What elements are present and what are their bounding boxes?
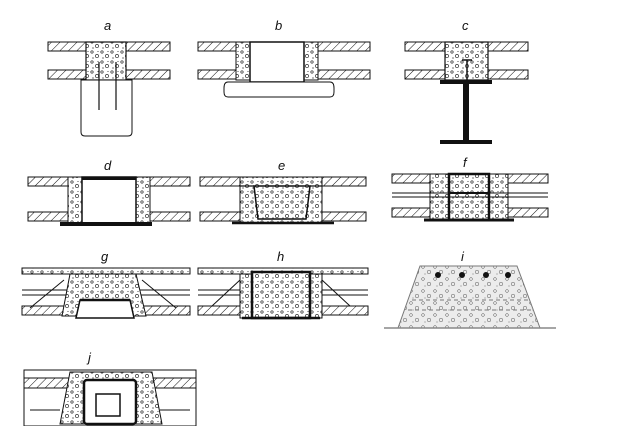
panel-label-b: b xyxy=(275,18,282,33)
panel-g: g xyxy=(21,249,191,319)
panel-label-d: d xyxy=(104,158,112,173)
panel-label-f: f xyxy=(463,155,468,170)
panel-i: i xyxy=(384,249,556,329)
panel-f: f xyxy=(391,155,549,222)
panel-label-j: j xyxy=(86,350,92,365)
panel-d: d xyxy=(27,158,191,226)
panel-h: h xyxy=(197,249,369,320)
panel-label-h: h xyxy=(277,249,284,264)
panel-label-e: e xyxy=(278,158,285,173)
panel-a: a xyxy=(47,18,171,137)
panel-label-a: a xyxy=(104,18,111,33)
panel-e: e xyxy=(199,158,367,225)
panel-label-g: g xyxy=(101,249,109,264)
panel-j: j xyxy=(23,350,197,426)
panel-b: b xyxy=(197,18,371,98)
panel-c: c xyxy=(404,18,529,144)
panel-label-i: i xyxy=(461,249,465,264)
panel-label-c: c xyxy=(462,18,469,33)
